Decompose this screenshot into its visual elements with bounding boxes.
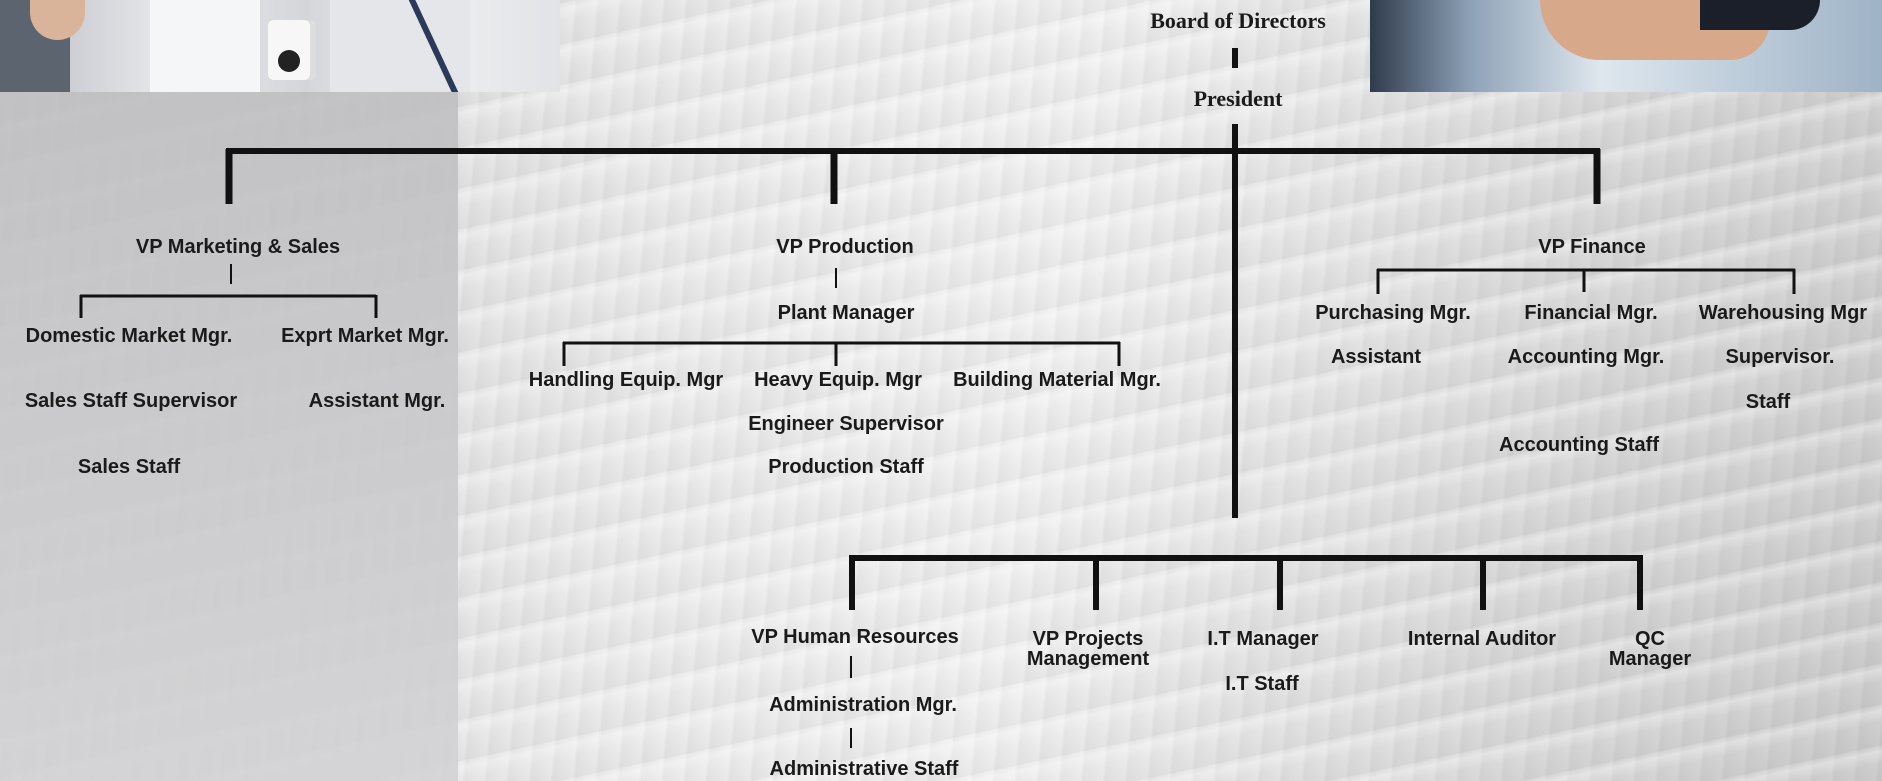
node-vp-finance: VP Finance xyxy=(1538,236,1646,258)
node-export-market-mgr: Exprt Market Mgr. xyxy=(281,325,449,347)
node-sales-staff: Sales Staff xyxy=(77,456,181,478)
node-vp-projects-management: VP Projects Management xyxy=(1027,628,1149,670)
node-accounting-mgr: Accounting Mgr. xyxy=(1507,346,1665,368)
node-vp-production: VP Production xyxy=(776,236,914,258)
node-building-material-mgr: Building Material Mgr. xyxy=(953,369,1161,391)
node-warehousing-mgr: Warehousing Mgr xyxy=(1698,302,1868,324)
left-shaded-panel xyxy=(0,92,458,781)
node-administration-mgr: Administration Mgr. xyxy=(769,694,957,716)
handshake-photo-banner-right xyxy=(1370,0,1882,92)
node-domestic-market-mgr: Domestic Market Mgr. xyxy=(25,325,233,347)
node-vp-projects-line1: VP Projects xyxy=(1032,628,1144,650)
node-internal-auditor: Internal Auditor xyxy=(1407,628,1557,650)
office-photo-banner-left xyxy=(0,0,560,92)
node-board-of-directors: Board of Directors xyxy=(1150,8,1326,33)
node-heavy-equip-mgr: Heavy Equip. Mgr xyxy=(754,369,922,391)
node-vp-marketing-sales: VP Marketing & Sales xyxy=(135,236,341,258)
node-warehouse-staff: Staff xyxy=(1745,391,1791,413)
node-it-manager: I.T Manager xyxy=(1207,628,1319,650)
node-purchasing-mgr: Purchasing Mgr. xyxy=(1315,302,1471,324)
node-supervisor: Supervisor. xyxy=(1725,346,1835,368)
node-president: President xyxy=(1193,86,1283,111)
node-qc-line1: QC xyxy=(1635,628,1665,650)
node-assistant: Assistant xyxy=(1330,346,1422,368)
node-vp-human-resources: VP Human Resources xyxy=(751,626,959,648)
node-administrative-staff: Administrative Staff xyxy=(769,758,959,780)
node-it-staff: I.T Staff xyxy=(1225,673,1299,695)
node-qc-line2: Manager xyxy=(1608,648,1692,670)
node-sales-staff-supervisor: Sales Staff Supervisor xyxy=(24,390,238,412)
node-plant-manager: Plant Manager xyxy=(777,302,915,324)
node-financial-mgr: Financial Mgr. xyxy=(1524,302,1658,324)
node-qc-manager: QC Manager xyxy=(1609,628,1691,670)
node-vp-projects-line2: Management xyxy=(1026,648,1150,670)
node-accounting-staff: Accounting Staff xyxy=(1499,434,1659,456)
node-handling-equip-mgr: Handling Equip. Mgr xyxy=(528,369,724,391)
node-engineer-supervisor: Engineer Supervisor xyxy=(748,413,944,435)
node-production-staff: Production Staff xyxy=(768,456,924,478)
node-assistant-mgr: Assistant Mgr. xyxy=(308,390,446,412)
